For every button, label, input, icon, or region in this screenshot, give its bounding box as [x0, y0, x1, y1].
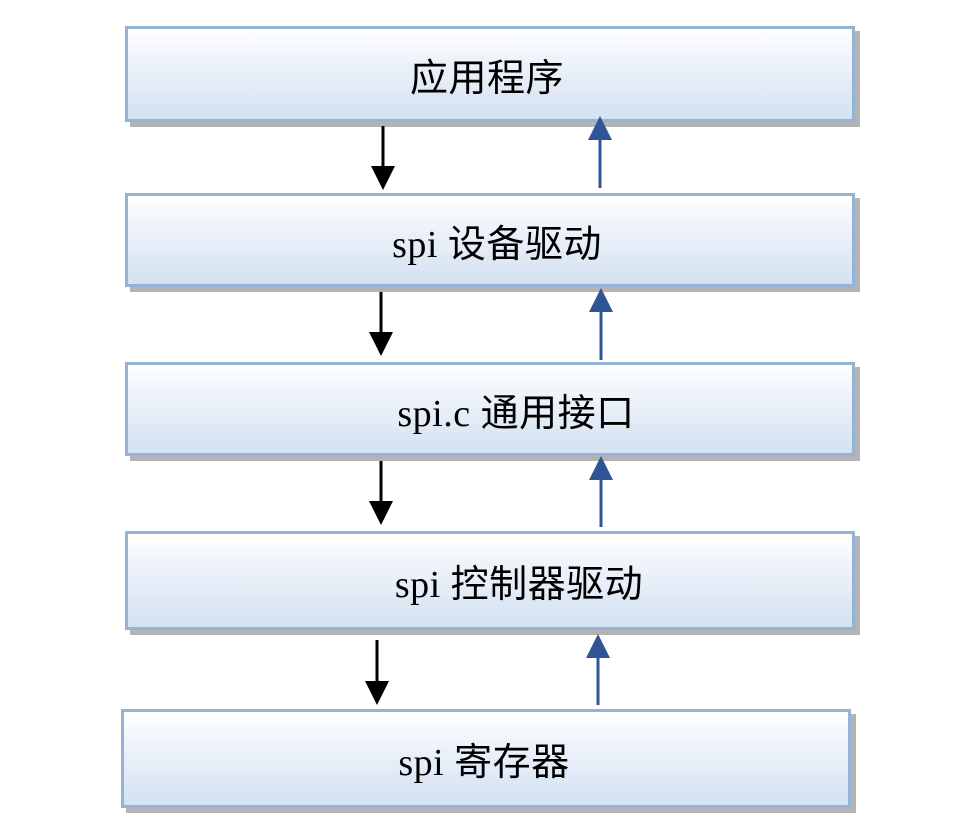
layer-application: 应用程序 [125, 26, 855, 122]
layer-label-spi-registers: spi 寄存器 [398, 742, 570, 784]
down-arrow-1 [371, 126, 395, 190]
layer-label-spi-controller-driver: spi 控制器驱动 [394, 564, 644, 606]
layer-spi-controller-driver: spi 控制器驱动 [125, 531, 855, 630]
layer-label-spi-common-interface: spi.c 通用接口 [397, 392, 635, 435]
layer-spi-device-driver: spi 设备驱动 [125, 193, 855, 287]
up-arrow-4 [586, 634, 610, 705]
down-arrow-2 [369, 292, 393, 356]
up-arrow-3 [589, 456, 613, 527]
up-arrow-1 [588, 116, 612, 188]
layer-label-application: 应用程序 [409, 57, 564, 100]
down-arrow-3 [369, 461, 393, 525]
down-arrow-4 [365, 640, 389, 705]
layer-spi-common-interface: spi.c 通用接口 [125, 362, 855, 456]
up-arrow-2 [589, 288, 613, 360]
layer-spi-registers: spi 寄存器 [121, 709, 851, 808]
layer-label-spi-device-driver: spi 设备驱动 [392, 223, 602, 266]
